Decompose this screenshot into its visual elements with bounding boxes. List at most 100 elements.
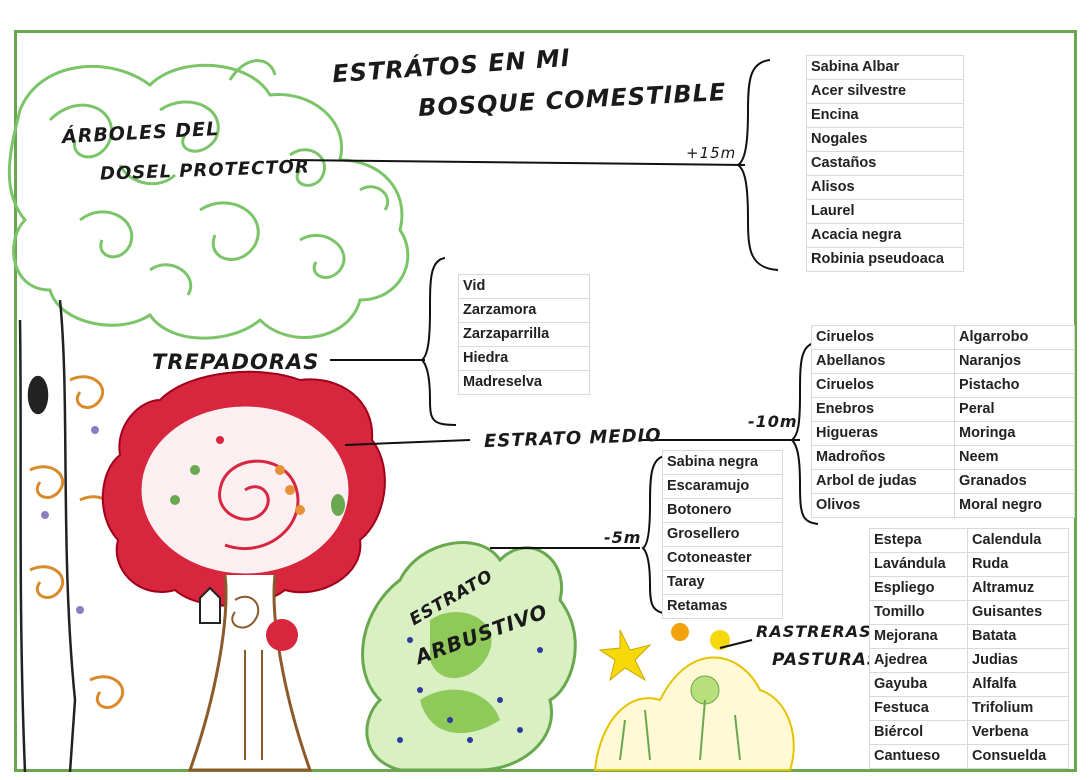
species-cell: Ciruelos xyxy=(810,325,956,350)
table-row: Laurel xyxy=(806,199,964,224)
species-cell: Laurel xyxy=(806,199,964,224)
table-row: Zarzamora xyxy=(458,298,590,323)
species-cell: Enebros xyxy=(810,397,956,422)
species-cell: Nogales xyxy=(806,127,964,152)
species-cell: Abellanos xyxy=(810,349,956,374)
species-cell: Calendula xyxy=(967,528,1069,553)
height-5m: -5m xyxy=(604,528,642,547)
species-cell: Verbena xyxy=(967,720,1069,745)
species-cell: Sabina negra xyxy=(662,450,783,475)
species-cell: Alfalfa xyxy=(967,672,1069,697)
table-row: Botonero xyxy=(662,498,783,523)
species-cell: Zarzaparrilla xyxy=(458,322,590,347)
species-cell: Estepa xyxy=(868,528,969,553)
species-cell: Madroños xyxy=(810,445,956,470)
species-cell: Altramuz xyxy=(967,576,1069,601)
table-row: Zarzaparrilla xyxy=(458,322,590,347)
species-cell: Robinia pseudoaca xyxy=(806,247,964,272)
table-row: Escaramujo xyxy=(662,474,783,499)
label-rastreras-2: PASTURAS xyxy=(772,650,881,670)
table-row: Robinia pseudoaca xyxy=(806,247,964,272)
ground-flowers-drawing xyxy=(593,623,795,771)
table-row: Cotoneaster xyxy=(662,546,783,571)
side-trunk xyxy=(18,299,77,773)
species-cell: Sabina Albar xyxy=(806,55,964,80)
species-cell: Lavándula xyxy=(868,552,969,577)
species-cell: Moringa xyxy=(954,421,1075,446)
species-cell: Moral negro xyxy=(954,493,1075,518)
species-cell: Granados xyxy=(954,469,1075,494)
table-row: Retamas xyxy=(662,594,783,619)
table-row: Acacia negra xyxy=(806,223,964,248)
label-rastreras-1: RASTRERAS Y xyxy=(756,622,891,641)
species-cell: Ruda xyxy=(967,552,1069,577)
species-cell: Mejorana xyxy=(868,624,969,649)
species-cell: Hiedra xyxy=(458,346,590,371)
climber-vines xyxy=(29,375,125,709)
species-cell: Consuelda xyxy=(967,744,1069,769)
table-row: Sabina negra xyxy=(662,450,783,475)
table-row: Hiedra xyxy=(458,346,590,371)
species-cell: Algarrobo xyxy=(954,325,1075,350)
species-cell: Tomillo xyxy=(868,600,969,625)
shrub-drawing xyxy=(361,541,577,772)
table-row: Encina xyxy=(806,103,964,128)
species-cell: Acacia negra xyxy=(806,223,964,248)
species-cell: Taray xyxy=(662,570,783,595)
species-cell: Cantueso xyxy=(868,744,969,769)
table-row: Nogales xyxy=(806,127,964,152)
species-cell: Peral xyxy=(954,397,1075,422)
height-15m: +15m xyxy=(686,144,737,162)
table-row: Acer silvestre xyxy=(806,79,964,104)
label-trepadoras: TREPADORAS xyxy=(152,350,320,374)
table-row: Castaños xyxy=(806,151,964,176)
height-10m: -10m xyxy=(748,412,798,431)
species-cell: Judias xyxy=(967,648,1069,673)
species-cell: Cotoneaster xyxy=(662,546,783,571)
species-cell: Retamas xyxy=(662,594,783,619)
table-row: Taray xyxy=(662,570,783,595)
table-row: Vid xyxy=(458,274,590,299)
species-cell: Neem xyxy=(954,445,1075,470)
species-cell: Biércol xyxy=(868,720,969,745)
species-cell: Naranjos xyxy=(954,349,1075,374)
species-cell: Arbol de judas xyxy=(810,469,956,494)
species-cell: Batata xyxy=(967,624,1069,649)
species-cell: Festuca xyxy=(868,696,969,721)
species-cell: Olivos xyxy=(810,493,956,518)
species-cell: Vid xyxy=(458,274,590,299)
species-cell: Gayuba xyxy=(868,672,969,697)
species-cell: Acer silvestre xyxy=(806,79,964,104)
species-cell: Ciruelos xyxy=(810,373,956,398)
species-cell: Alisos xyxy=(806,175,964,200)
species-cell: Higueras xyxy=(810,421,956,446)
species-cell: Guisantes xyxy=(967,600,1069,625)
connectors xyxy=(289,59,819,649)
table-row: Grosellero xyxy=(662,522,783,547)
table-row: Alisos xyxy=(806,175,964,200)
table-row: Sabina Albar xyxy=(806,55,964,80)
table-row: Madreselva xyxy=(458,370,590,395)
species-cell: Espliego xyxy=(868,576,969,601)
species-cell: Trifolium xyxy=(967,696,1069,721)
